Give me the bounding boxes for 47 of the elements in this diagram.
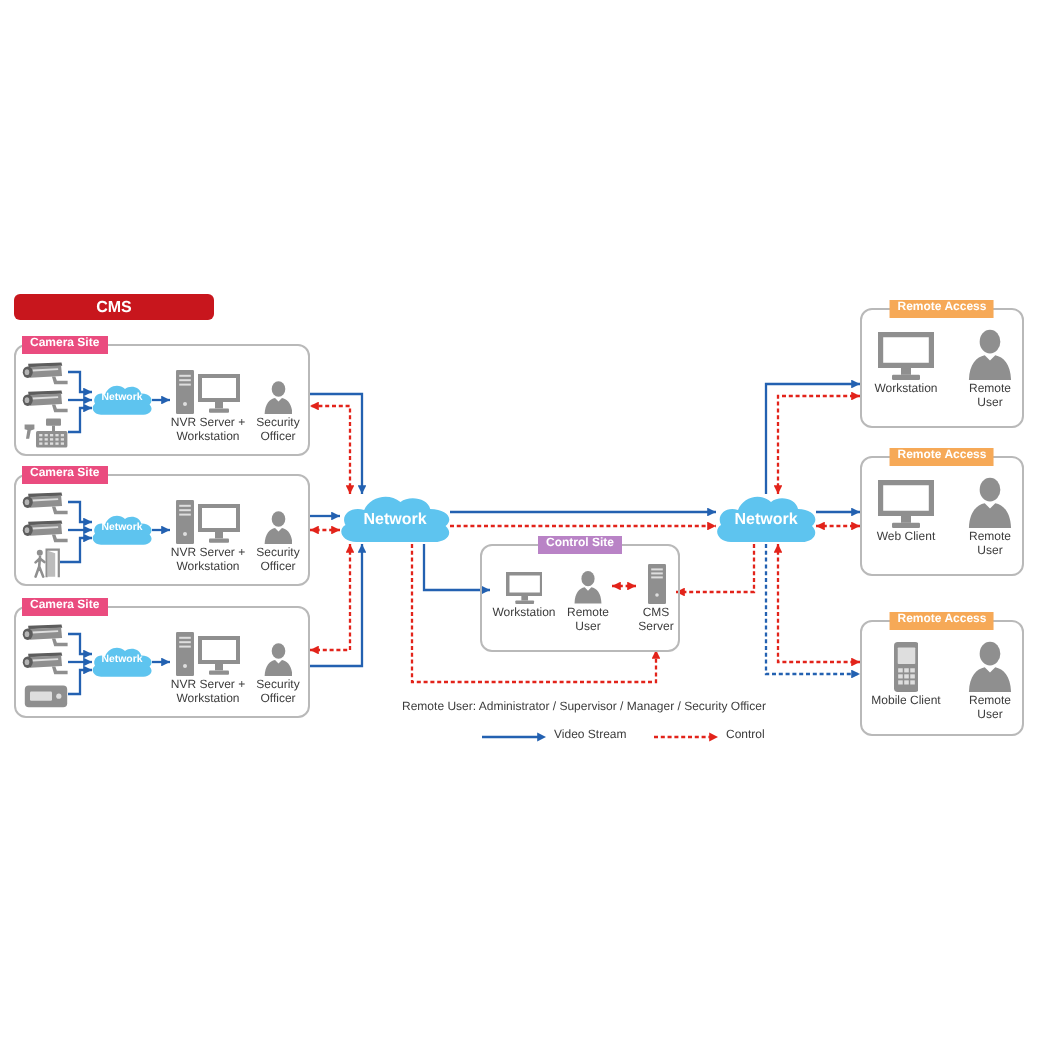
dashed-double-arrow — [773, 391, 860, 494]
cash-register-icon — [24, 418, 68, 448]
camera-icon — [22, 390, 68, 413]
arrow — [152, 395, 170, 405]
arrow — [310, 392, 367, 494]
camera-icon — [22, 520, 68, 543]
dashed-arrow — [410, 544, 661, 684]
network-label: Network — [734, 511, 798, 527]
dashed-arrow — [676, 544, 756, 597]
network-cloud — [92, 514, 152, 546]
recorder-icon — [24, 684, 68, 708]
arrow — [68, 665, 92, 696]
arrow — [68, 657, 92, 667]
dashed-arrow — [764, 544, 860, 679]
dashed-double-arrow — [310, 544, 355, 655]
arrow — [310, 544, 367, 668]
arrow — [450, 507, 716, 517]
camera-icon — [22, 652, 68, 675]
dashed-double-arrow — [310, 401, 355, 494]
dashed-double-arrow — [773, 544, 860, 667]
network-cloud — [340, 494, 450, 544]
section-banner: CMS — [14, 294, 214, 320]
arrow — [764, 379, 860, 494]
network-cloud — [92, 646, 152, 678]
dashed-double-arrow — [310, 525, 340, 535]
camera-icon — [22, 624, 68, 647]
arrow — [422, 544, 490, 595]
arrow — [68, 370, 92, 397]
arrow — [816, 507, 860, 517]
network-cloud — [716, 494, 816, 544]
camera-icon — [22, 492, 68, 515]
arrow — [60, 533, 92, 564]
dashed-double-arrow — [816, 521, 860, 531]
arrow — [68, 632, 92, 659]
dashed-double-arrow — [612, 581, 636, 591]
network-cloud — [92, 384, 152, 416]
arrow — [68, 395, 92, 405]
arrow — [68, 525, 92, 535]
arrow — [152, 657, 170, 667]
arrow — [68, 403, 92, 434]
arrow — [152, 525, 170, 535]
network-label: Network — [363, 511, 427, 527]
dashed-arrow — [450, 521, 716, 531]
door-access-icon — [34, 548, 60, 578]
camera-icon — [22, 362, 68, 385]
arrow — [310, 511, 340, 521]
arrow — [68, 500, 92, 527]
